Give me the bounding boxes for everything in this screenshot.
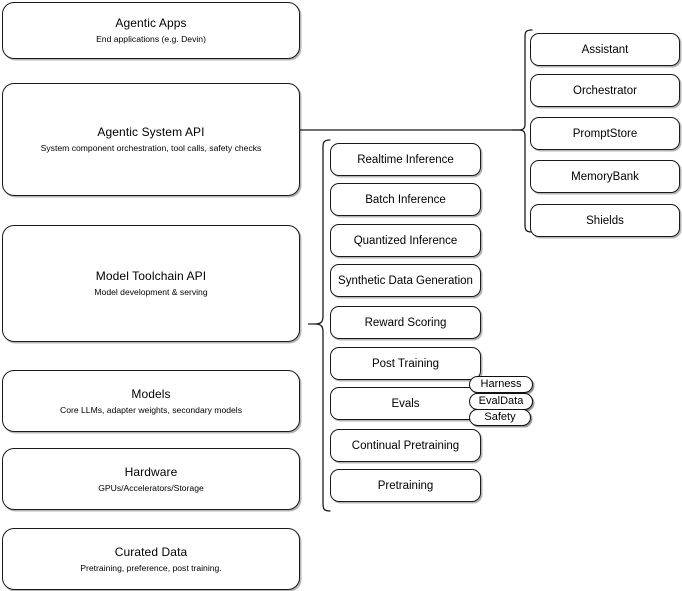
agentic-component-shields[interactable]: Shields bbox=[530, 204, 680, 237]
stack-layer-title: Models bbox=[131, 386, 171, 401]
toolchain-component-batch-inference[interactable]: Batch Inference bbox=[330, 183, 481, 216]
stack-layer-model-toolchain-api[interactable]: Model Toolchain API Model development & … bbox=[2, 225, 300, 342]
stack-layer-agentic-system-api[interactable]: Agentic System API System component orch… bbox=[2, 83, 300, 196]
stack-layer-subtitle: System component orchestration, tool cal… bbox=[40, 143, 262, 153]
agentic-component-assistant[interactable]: Assistant bbox=[530, 33, 680, 66]
chip-label: PromptStore bbox=[572, 127, 638, 140]
chip-label: Post Training bbox=[371, 357, 440, 370]
toolchain-component-quantized-inference[interactable]: Quantized Inference bbox=[330, 224, 481, 257]
stack-layer-agentic-apps[interactable]: Agentic Apps End applications (e.g. Devi… bbox=[2, 2, 300, 59]
toolchain-component-synthetic-data-generation[interactable]: Synthetic Data Generation bbox=[330, 264, 481, 297]
stack-layer-subtitle: Model development & serving bbox=[94, 287, 208, 297]
stack-layer-subtitle: End applications (e.g. Devin) bbox=[96, 34, 206, 44]
stack-layer-title: Agentic System API bbox=[97, 125, 205, 139]
toolchain-component-realtime-inference[interactable]: Realtime Inference bbox=[330, 143, 481, 176]
chip-label: Batch Inference bbox=[365, 193, 446, 206]
stack-layer-subtitle: Core LLMs, adapter weights, secondary mo… bbox=[60, 404, 242, 415]
stack-layer-subtitle: Pretraining, preference, post training. bbox=[80, 562, 222, 573]
chip-label: Orchestrator bbox=[573, 84, 637, 97]
toolchain-component-post-training[interactable]: Post Training bbox=[330, 347, 481, 380]
toolchain-component-pretraining[interactable]: Pretraining bbox=[330, 469, 481, 502]
stack-layer-title: Hardware bbox=[124, 464, 178, 479]
chip-label: Pretraining bbox=[377, 479, 434, 492]
agentic-component-orchestrator[interactable]: Orchestrator bbox=[530, 74, 680, 107]
stack-layer-title: Curated Data bbox=[114, 544, 188, 559]
chip-label: Realtime Inference bbox=[357, 153, 454, 166]
chip-label: Evals bbox=[391, 397, 420, 410]
evals-tag-harness[interactable]: Harness bbox=[469, 376, 533, 393]
stack-layer-subtitle: GPUs/Accelerators/Storage bbox=[98, 482, 204, 493]
chip-label: Assistant bbox=[581, 43, 629, 56]
agentic-system-components-brace bbox=[512, 28, 534, 240]
pill-label: EvalData bbox=[478, 395, 524, 407]
stack-layer-title: Agentic Apps bbox=[115, 16, 187, 30]
pill-label: Harness bbox=[480, 378, 522, 390]
toolchain-component-evals[interactable]: Evals bbox=[330, 387, 481, 420]
stack-layer-curated-data[interactable]: Curated Data Pretraining, preference, po… bbox=[2, 528, 300, 590]
chip-label: MemoryBank bbox=[571, 170, 639, 183]
pill-label: Safety bbox=[484, 411, 516, 423]
chip-label: Continual Pretraining bbox=[351, 439, 460, 452]
chip-label: Shields bbox=[586, 214, 624, 227]
chip-label: Quantized Inference bbox=[353, 234, 458, 247]
evals-tag-safety[interactable]: Safety bbox=[469, 409, 531, 426]
stack-layer-title: Model Toolchain API bbox=[95, 269, 207, 283]
agentic-system-connector-line bbox=[300, 124, 522, 134]
model-toolchain-components-brace bbox=[308, 138, 332, 516]
toolchain-component-reward-scoring[interactable]: Reward Scoring bbox=[330, 306, 481, 339]
agentic-component-memorybank[interactable]: MemoryBank bbox=[530, 160, 680, 193]
toolchain-component-continual-pretraining[interactable]: Continual Pretraining bbox=[330, 429, 481, 462]
evals-tag-evaldata[interactable]: EvalData bbox=[469, 393, 533, 410]
chip-label: Synthetic Data Generation bbox=[338, 274, 473, 287]
stack-layer-models[interactable]: Models Core LLMs, adapter weights, secon… bbox=[2, 370, 300, 432]
stack-layer-hardware[interactable]: Hardware GPUs/Accelerators/Storage bbox=[2, 448, 300, 510]
chip-label: Reward Scoring bbox=[364, 316, 447, 329]
agentic-component-promptstore[interactable]: PromptStore bbox=[530, 117, 680, 150]
